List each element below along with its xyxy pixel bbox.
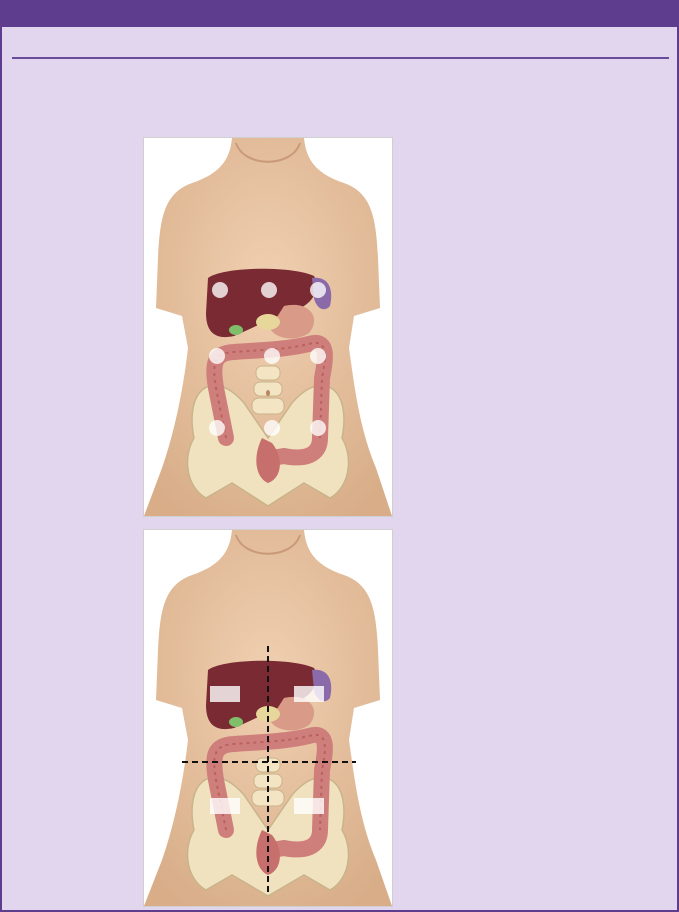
abdomen-regions-figure [143, 137, 393, 517]
abdomen-regions-illustration [144, 138, 392, 516]
content-panel [2, 27, 677, 912]
abdomen-quadrants-figure [143, 529, 393, 907]
header-bar [0, 0, 679, 27]
abdomen-quadrants-illustration [144, 530, 392, 906]
bottom-rule [2, 910, 677, 912]
title-rule [12, 57, 669, 59]
